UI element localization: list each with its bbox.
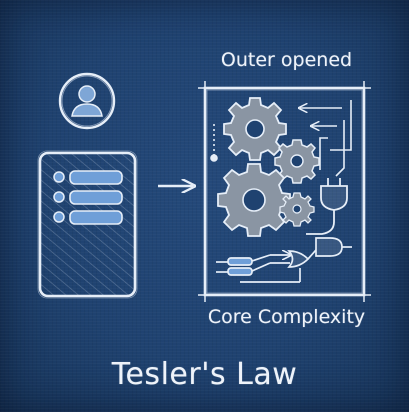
- core-box: [198, 81, 371, 302]
- gear-icon-large-bottom: [217, 163, 291, 237]
- gear-icon-large-top: [223, 97, 287, 161]
- plug-icon: [306, 178, 348, 235]
- user-avatar-icon: [58, 72, 116, 130]
- menu-panel-icon: [37, 150, 138, 299]
- signal-lines: [210, 100, 352, 177]
- logic-gate-icon: [216, 237, 352, 283]
- diagram-title: Tesler's Law: [111, 357, 298, 392]
- gear-icon-small: [274, 139, 320, 184]
- core-complexity-label: Core Complexity: [207, 306, 366, 328]
- gear-icon-tiny: [279, 192, 315, 227]
- outer-label: Outer opened: [220, 49, 353, 71]
